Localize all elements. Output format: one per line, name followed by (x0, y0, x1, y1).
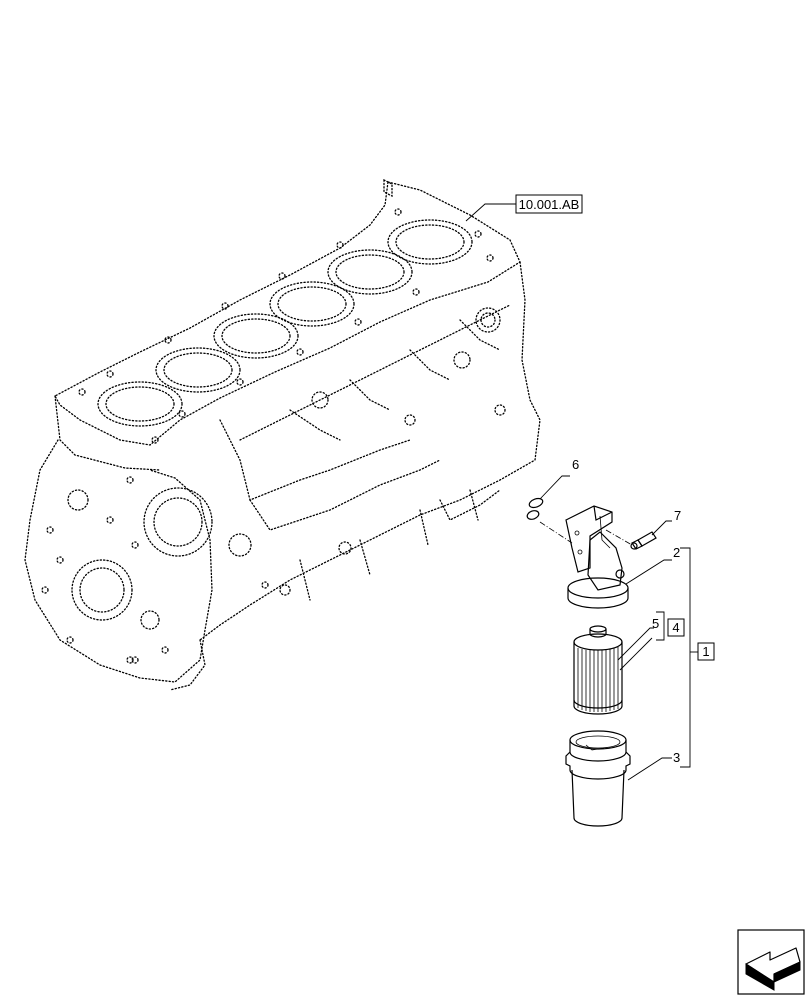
callout-4: 4 (672, 620, 679, 635)
bolt-alignment-line (605, 529, 633, 546)
callout-3-leader (627, 757, 672, 781)
callout-3: 3 (673, 750, 680, 765)
callout-2-leader (625, 559, 672, 585)
alignment-line (539, 521, 573, 544)
filter-cartridge-part (573, 625, 623, 715)
callout-4-bracket (656, 611, 665, 641)
callout-4-box (667, 618, 685, 637)
callout-7-leader (651, 520, 672, 536)
callout-6: 6 (572, 457, 579, 472)
filter-housing-part (565, 730, 631, 827)
callout-5-leader (617, 627, 654, 661)
assembly-bracket (680, 547, 691, 768)
callout-1: 1 (702, 644, 709, 659)
callout-2: 2 (673, 545, 680, 560)
callout-5-leader-2 (619, 637, 653, 671)
callout-1-box (697, 642, 715, 661)
next-page-arrow-icon[interactable] (737, 929, 805, 995)
bolt-part (630, 531, 657, 550)
filter-head-part (565, 505, 629, 609)
o-ring-part (526, 497, 544, 520)
reference-leader-line (465, 203, 516, 222)
callout-5: 5 (652, 616, 659, 631)
callout-7: 7 (674, 508, 681, 523)
engine-block (24, 178, 541, 691)
callout-6-leader (539, 475, 570, 500)
reference-label[interactable]: 10.001.AB (519, 197, 580, 212)
reference-label-box[interactable] (515, 194, 583, 214)
